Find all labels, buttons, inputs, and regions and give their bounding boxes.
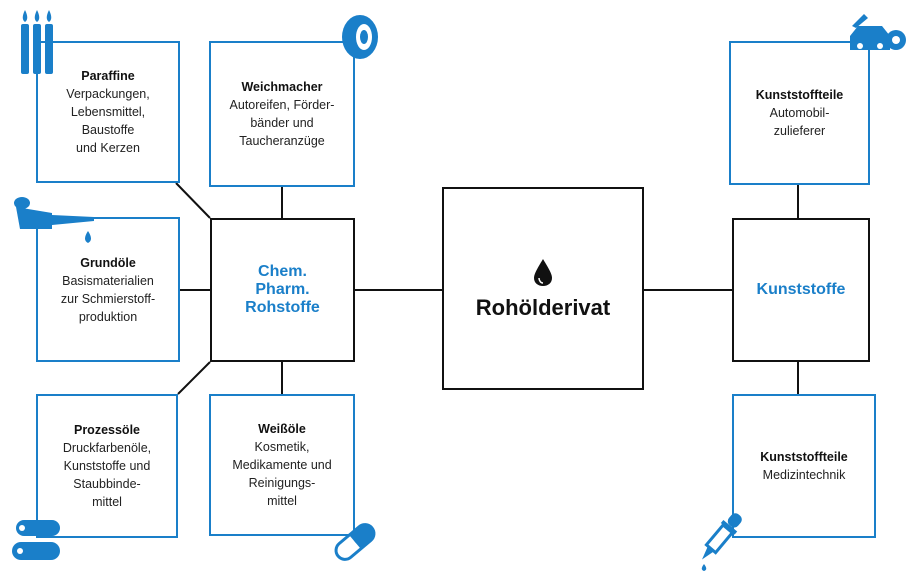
weichmacher-box: Weichmacher Autoreifen, Förder- bänder u…: [209, 41, 355, 187]
weichmacher-text: Autoreifen, Förder- bänder und Taucheran…: [229, 98, 335, 148]
kunst-auto-title: Kunststoffteile: [755, 88, 844, 102]
prozessoele-text: Druckfarbenöle, Kunststoffe und Staubbin…: [62, 441, 152, 509]
grundoele-box: Grundöle Basismaterialien zur Schmiersto…: [36, 217, 180, 362]
candles-icon: [21, 10, 53, 74]
chem-pharm-label: Chem. Pharm. Rohstoffe: [245, 263, 320, 316]
paraffine-box: Paraffine Verpackungen, Lebensmittel, Ba…: [36, 41, 180, 183]
paraffine-title: Paraffine: [81, 69, 135, 83]
kunststoffteile-auto-box: Kunststoffteile Automobil- zulieferer: [729, 41, 870, 185]
kunststoffteile-med-box: Kunststoffteile Medizintechnik: [732, 394, 876, 538]
kunststoffe-hub: Kunststoffe: [732, 218, 870, 362]
kunststoffe-label: Kunststoffe: [756, 281, 846, 298]
capsule-icon: [334, 523, 376, 561]
center-title: Rohölderivat: [475, 294, 611, 320]
weissoele-title: Weißöle: [258, 422, 306, 436]
kunst-med-title: Kunststoffteile: [760, 450, 848, 464]
weichmacher-title: Weichmacher: [241, 80, 323, 94]
pipette-icon: [701, 513, 742, 571]
paper-rolls-icon: [12, 520, 60, 560]
tire-icon: [342, 15, 378, 59]
kunst-med-text: Medizintechnik: [762, 468, 846, 482]
prozessoele-title: Prozessöle: [73, 423, 140, 437]
weissoele-box: Weißöle Kosmetik, Medikamente und Reinig…: [209, 394, 355, 536]
prozessoele-box: Prozessöle Druckfarbenöle, Kunststoffe u…: [36, 394, 178, 538]
rohoelderivat-center: Rohölderivat: [442, 187, 644, 390]
weissoele-text: Kosmetik, Medikamente und Reinigungs- mi…: [232, 440, 332, 508]
car-repair-icon: [850, 14, 906, 50]
chem-pharm-hub: Chem. Pharm. Rohstoffe: [210, 218, 355, 362]
grundoele-text: Basismaterialien zur Schmierstoff- produ…: [60, 273, 156, 324]
grundoele-title: Grundöle: [80, 255, 136, 270]
oil-drop-icon: [534, 258, 552, 286]
kunst-auto-text: Automobil- zulieferer: [769, 106, 830, 138]
paraffine-text: Verpackungen, Lebensmittel, Baustoffe un…: [66, 87, 150, 155]
oil-can-icon: [14, 197, 94, 243]
